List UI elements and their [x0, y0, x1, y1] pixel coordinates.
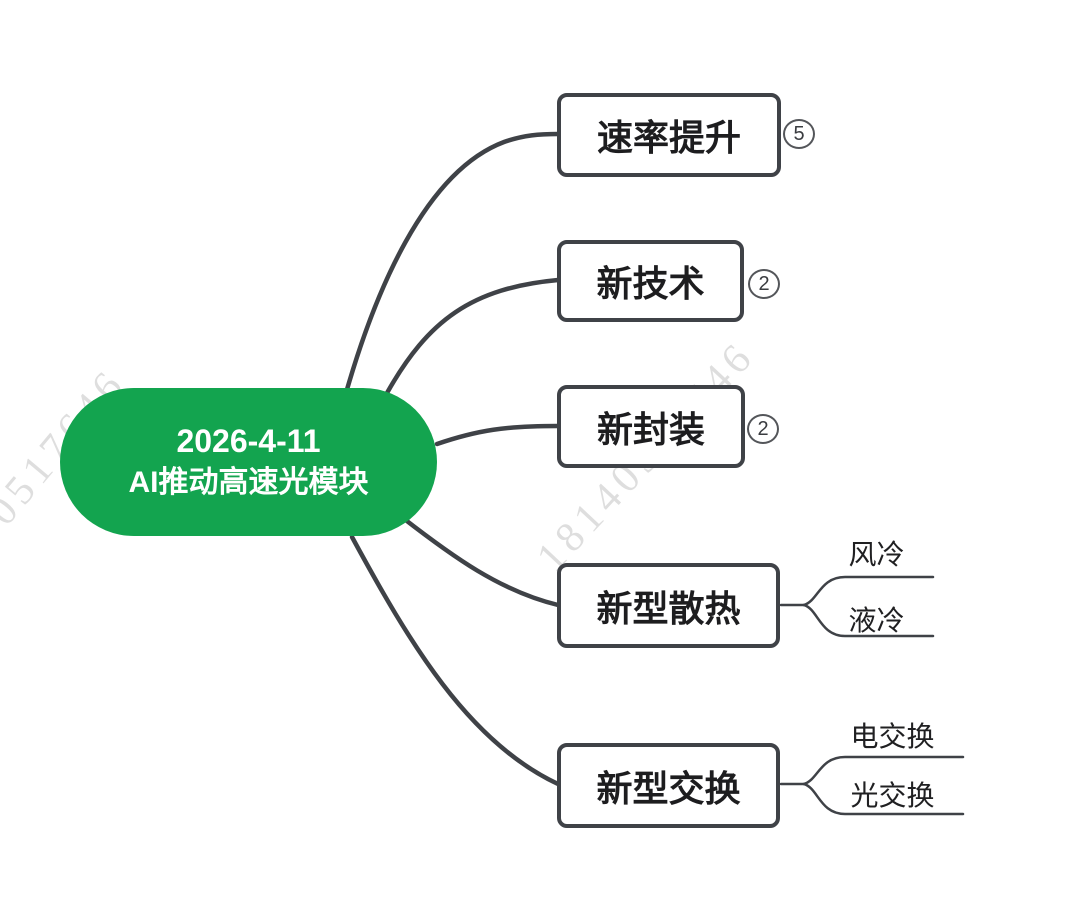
child-node-optical-switching[interactable]: 光交换	[850, 780, 935, 811]
child-node-liquid-cooling[interactable]: 液冷	[848, 605, 905, 636]
root-node-date: 2026-4-11	[176, 423, 321, 460]
collapsed-count-badge-new-packaging[interactable]: 2	[747, 414, 779, 444]
child-node-air-cooling[interactable]: 风冷	[848, 539, 905, 570]
root-node-title: AI推动高速光模块	[128, 466, 369, 500]
branch-node-new-packaging[interactable]: 新封装	[557, 385, 745, 468]
branch-node-new-tech[interactable]: 新技术	[557, 240, 744, 322]
root-branch-curves	[343, 131, 561, 787]
branch-node-rate-boost[interactable]: 速率提升	[557, 93, 781, 177]
collapsed-count-badge-new-tech[interactable]: 2	[748, 269, 780, 299]
child-node-electrical-switching[interactable]: 电交换	[850, 721, 935, 752]
root-node[interactable]: 2026-4-11 AI推动高速光模块	[60, 388, 437, 536]
child-branch-curves	[779, 575, 965, 816]
collapsed-count-badge-rate-boost[interactable]: 5	[783, 119, 815, 149]
branch-node-new-switching[interactable]: 新型交换	[557, 743, 780, 828]
branch-node-new-cooling[interactable]: 新型散热	[557, 563, 780, 648]
